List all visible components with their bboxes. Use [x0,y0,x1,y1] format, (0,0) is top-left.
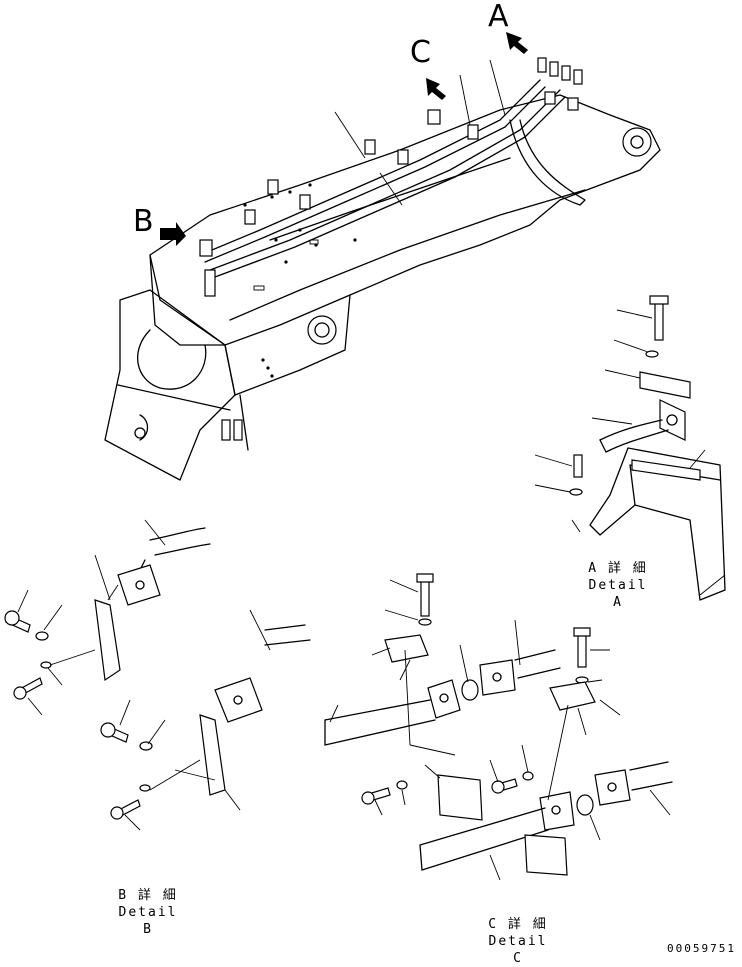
detail-a-title-jp: A 詳 細 [588,561,648,576]
detail-b-caption: B 詳 細 Detail B [110,887,186,938]
detail-c-caption: C 詳 細 Detail C [480,916,556,967]
view-arrow-b [160,222,186,246]
callout-b: B [133,204,154,239]
view-arrow-a [506,32,528,54]
detail-c-title-jp: C 詳 細 [488,917,548,932]
document-number: 00059751 [667,942,736,955]
detail-b-title-jp: B 詳 細 [118,888,178,903]
view-arrow-c [426,78,446,100]
detail-a-title-en: Detail A [588,578,648,610]
detail-a-drawing [534,295,726,601]
detail-c-drawing [324,573,673,881]
detail-a-caption: A 詳 細 Detail A [580,560,656,611]
callout-c: C [410,35,431,70]
detail-c-title-en: Detail C [488,934,548,966]
boom-assembly [104,57,661,481]
callout-a: A [488,0,509,34]
detail-b-title-en: Detail B [118,905,178,937]
detail-b-drawing [4,519,311,831]
